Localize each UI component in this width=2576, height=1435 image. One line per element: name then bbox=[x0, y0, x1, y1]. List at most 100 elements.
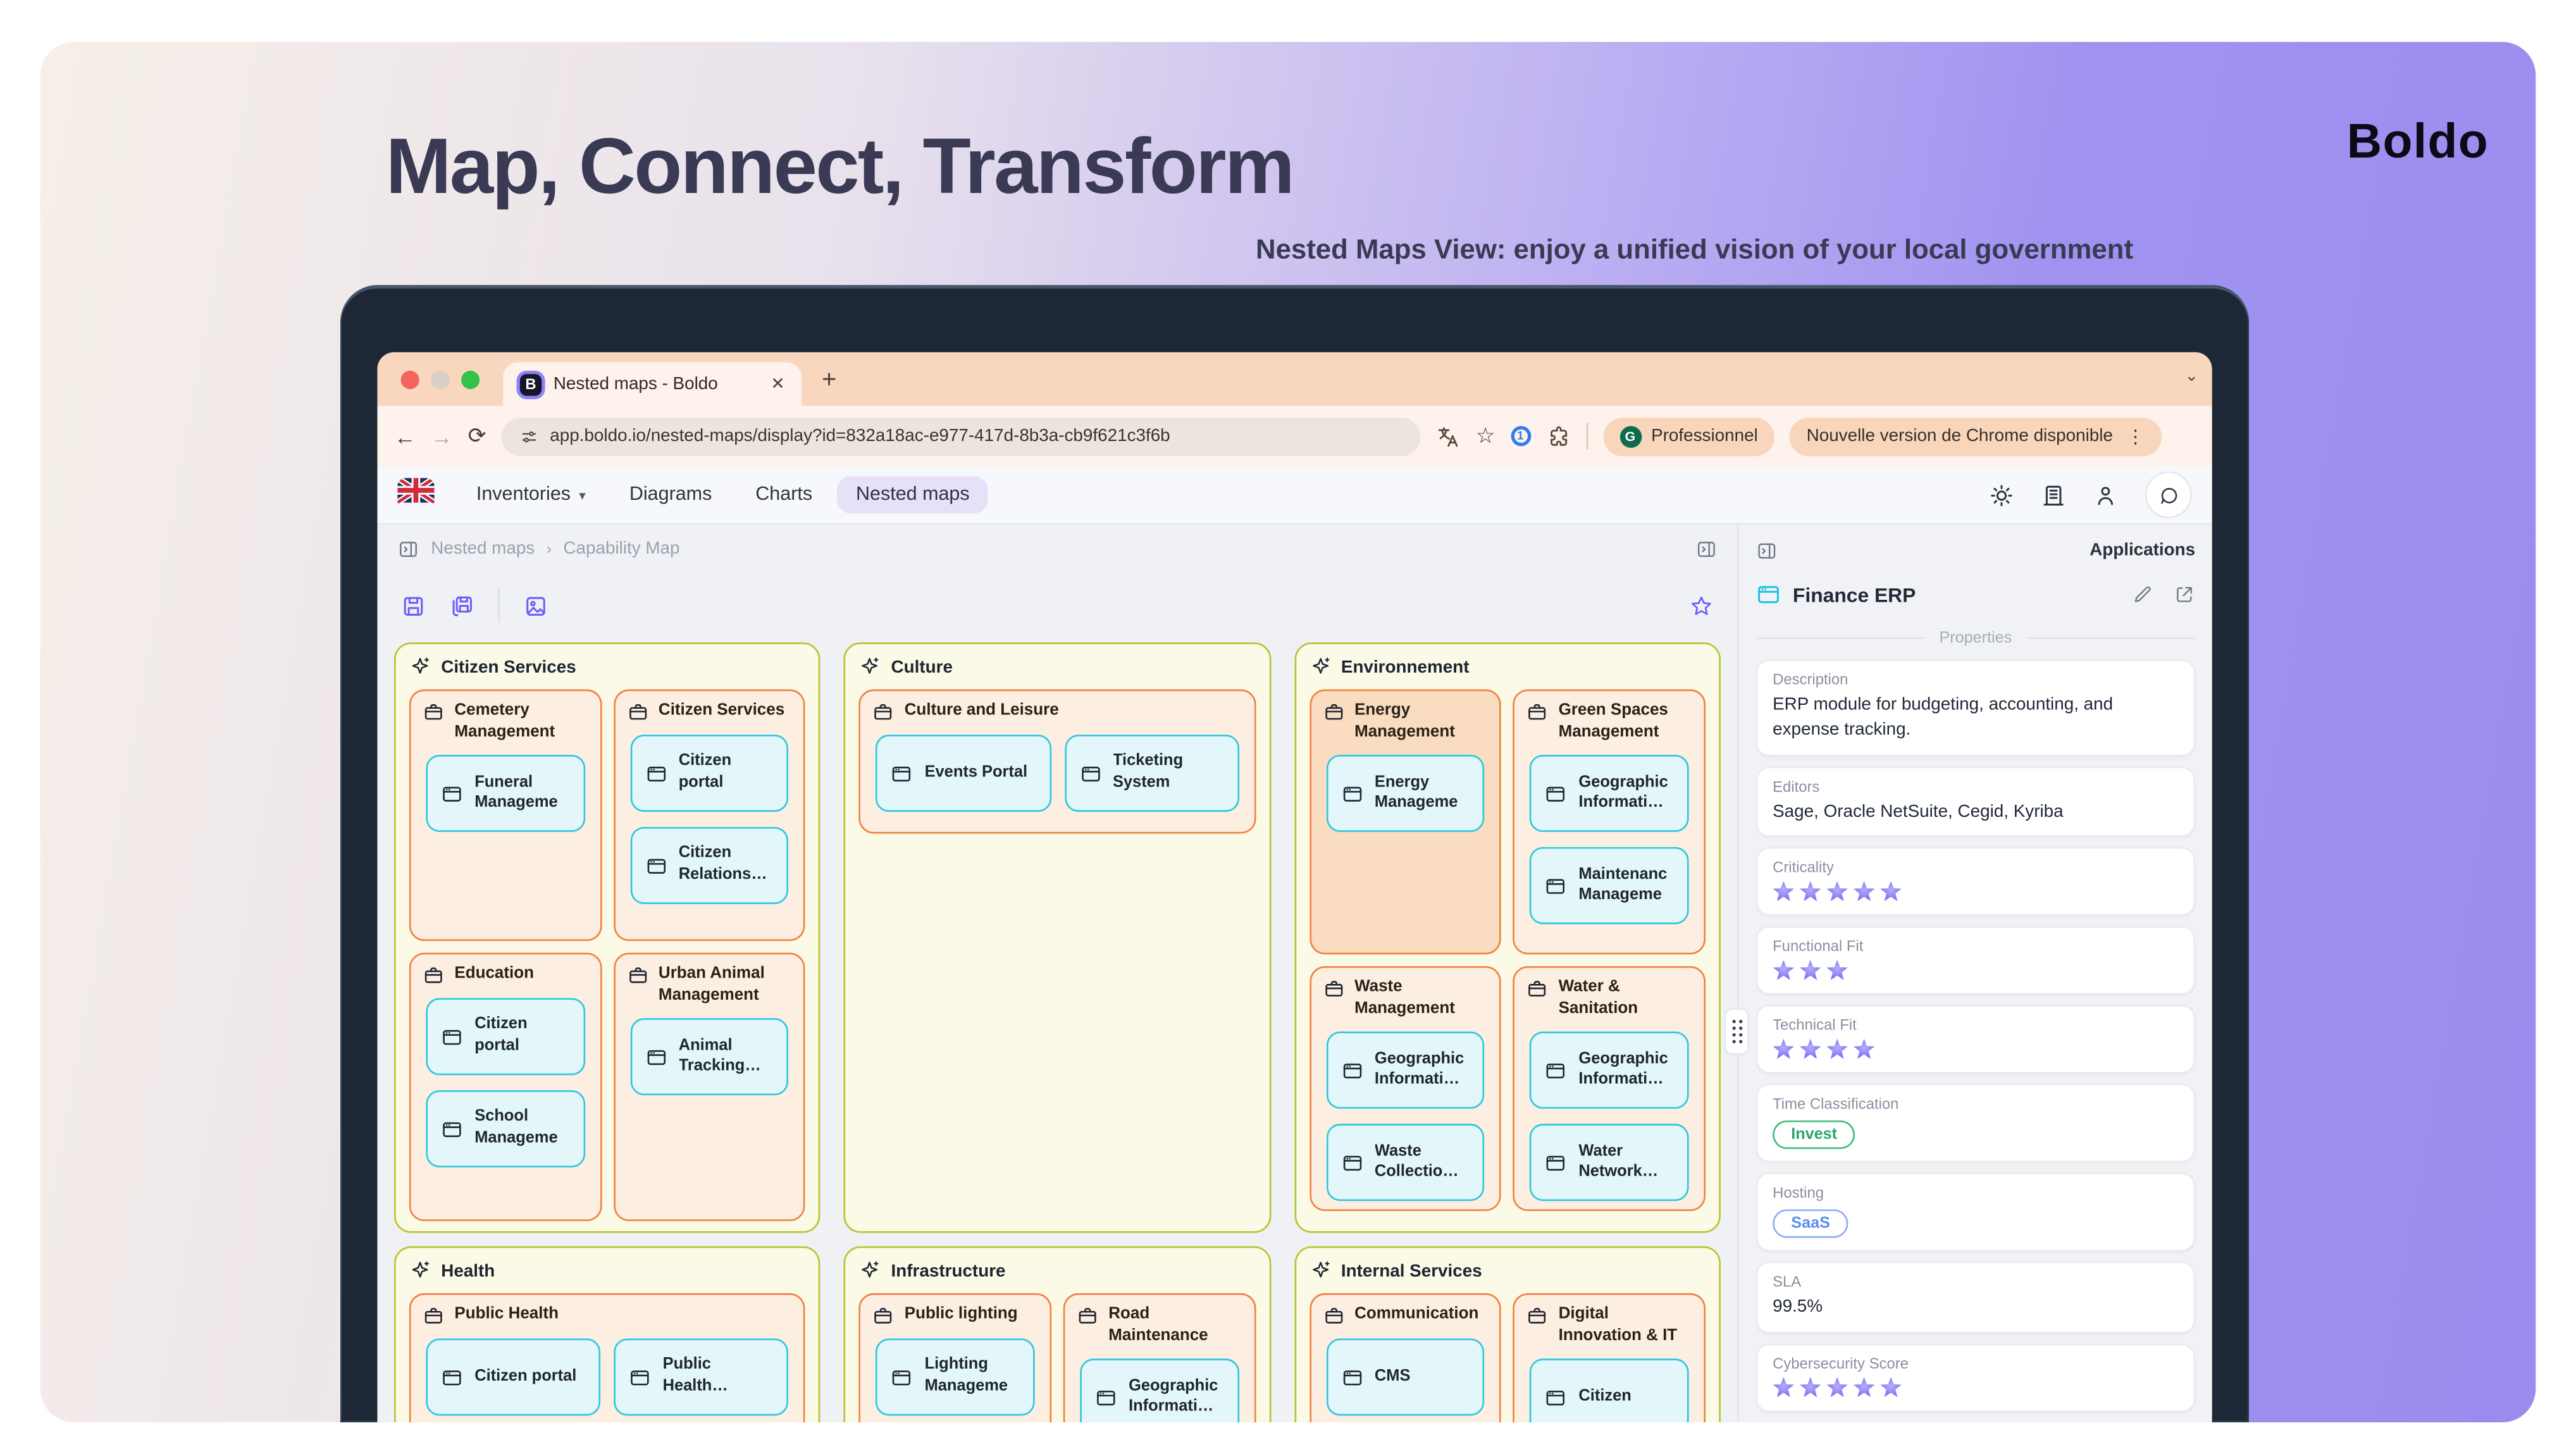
application-card-maintenanc-manageme[interactable]: Maintenanc Manageme bbox=[1530, 847, 1689, 925]
browser-tab[interactable]: B Nested maps - Boldo ✕ bbox=[503, 362, 802, 406]
app-navbar: Inventories▾ Diagrams Charts Nested maps bbox=[377, 466, 2212, 525]
application-card-cms[interactable]: CMS bbox=[1326, 1338, 1485, 1416]
nav-item-charts[interactable]: Charts bbox=[755, 485, 813, 505]
property-card-functional-fit: Functional Fit bbox=[1756, 926, 2196, 995]
window-controls[interactable] bbox=[400, 370, 480, 388]
open-external-icon[interactable] bbox=[2174, 584, 2195, 606]
reload-button[interactable]: ⟳ bbox=[468, 423, 486, 448]
back-button[interactable]: ← bbox=[393, 423, 416, 449]
application-card-water-network[interactable]: Water Network… bbox=[1530, 1124, 1689, 1202]
application-label: Ticketing System bbox=[1112, 751, 1184, 792]
minimize-window-button[interactable] bbox=[431, 370, 450, 388]
application-name: Finance ERP bbox=[1792, 583, 1916, 607]
application-card-public-health[interactable]: Public Health… bbox=[614, 1338, 789, 1416]
application-card-events-portal[interactable]: Events Portal bbox=[876, 735, 1051, 812]
chrome-update-chip[interactable]: Nouvelle version de Chrome disponible ⋮ bbox=[1790, 416, 2162, 456]
application-card-geographic-informati[interactable]: Geographic Informati… bbox=[1080, 1359, 1239, 1423]
nav-item-diagrams[interactable]: Diagrams bbox=[629, 485, 712, 505]
maximize-window-button[interactable] bbox=[461, 370, 480, 388]
theme-sun-icon[interactable] bbox=[1989, 482, 2014, 507]
briefcase-icon bbox=[423, 1305, 444, 1326]
site-settings-icon[interactable] bbox=[520, 427, 538, 445]
edit-pencil-icon[interactable] bbox=[2131, 584, 2153, 606]
star-rating[interactable] bbox=[1773, 1377, 2179, 1398]
star-rating[interactable] bbox=[1773, 1038, 2179, 1060]
address-bar[interactable]: app.boldo.io/nested-maps/display?id=832a… bbox=[501, 416, 1421, 456]
application-card-lighting-manageme[interactable]: Lighting Manageme bbox=[876, 1338, 1035, 1416]
appwin-icon bbox=[645, 855, 667, 876]
status-badge: Invest bbox=[1773, 1121, 1856, 1150]
application-card-ticketing-system[interactable]: Ticketing System bbox=[1064, 735, 1239, 812]
forward-button[interactable]: → bbox=[431, 423, 453, 449]
star-rating[interactable] bbox=[1773, 881, 2179, 903]
capability-title: Road Maintenance bbox=[1108, 1305, 1208, 1345]
application-card-energy-manageme[interactable]: Energy Manageme bbox=[1326, 755, 1485, 833]
tab-title: Nested maps - Boldo bbox=[553, 374, 718, 394]
panel-toggle-left-icon[interactable] bbox=[397, 538, 419, 559]
favorite-star-button[interactable] bbox=[1689, 593, 1714, 618]
application-card-school-manageme[interactable]: School Manageme bbox=[426, 1090, 585, 1168]
profile-chip[interactable]: G Professionnel bbox=[1602, 416, 1775, 456]
nav-item-nested-maps[interactable]: Nested maps bbox=[837, 476, 988, 514]
application-card-waste-collectio[interactable]: Waste Collectio… bbox=[1326, 1124, 1485, 1202]
section-header: Infrastructure bbox=[859, 1260, 1256, 1281]
extensions-puzzle-icon[interactable] bbox=[1545, 423, 1571, 449]
nav-item-inventories[interactable]: Inventories▾ bbox=[476, 485, 586, 505]
uk-flag-icon[interactable] bbox=[397, 478, 435, 512]
panel-toggle-right-icon[interactable] bbox=[1756, 539, 1778, 561]
panel-resize-handle[interactable] bbox=[1724, 1008, 1749, 1055]
new-tab-button[interactable]: + bbox=[821, 364, 837, 394]
application-card-geographic-informati[interactable]: Geographic Informati… bbox=[1326, 1032, 1485, 1110]
save-all-button[interactable] bbox=[449, 593, 474, 618]
application-card-citizen-portal[interactable]: Citizen portal bbox=[426, 1338, 601, 1416]
save-button[interactable] bbox=[401, 593, 426, 618]
tab-close-icon[interactable]: ✕ bbox=[771, 375, 785, 394]
close-window-button[interactable] bbox=[400, 370, 419, 388]
star-icon bbox=[1854, 1038, 1875, 1059]
application-card-citizen[interactable]: Citizen bbox=[1530, 1359, 1689, 1423]
browser-menu-icon[interactable]: ⋮ bbox=[2126, 426, 2145, 447]
application-card-geographic-informati[interactable]: Geographic Informati… bbox=[1530, 755, 1689, 833]
property-label: SLA bbox=[1773, 1273, 1802, 1291]
organization-icon[interactable] bbox=[2041, 482, 2066, 507]
translate-icon[interactable] bbox=[1435, 423, 1461, 449]
support-chat-button[interactable] bbox=[2145, 471, 2192, 519]
sparkle-icon bbox=[1310, 656, 1331, 678]
application-card-citizen-portal[interactable]: Citizen portal bbox=[426, 998, 585, 1076]
tab-strip-chevron-icon[interactable]: ⌄ bbox=[2184, 367, 2199, 386]
application-label: CMS bbox=[1374, 1366, 1411, 1385]
star-icon bbox=[1773, 1038, 1794, 1059]
user-profile-icon[interactable] bbox=[2093, 482, 2118, 507]
application-card-citizen-portal[interactable]: Citizen portal bbox=[629, 735, 789, 812]
application-card-animal-tracking[interactable]: Animal Tracking… bbox=[629, 1019, 789, 1096]
application-card-geographic-informati[interactable]: Geographic Informati… bbox=[1530, 1032, 1689, 1110]
star-rating[interactable] bbox=[1773, 960, 2179, 981]
collapse-canvas-icon[interactable] bbox=[1695, 538, 1717, 559]
breadcrumb-root[interactable]: Nested maps bbox=[431, 538, 535, 559]
application-card-funeral-manageme[interactable]: Funeral Manageme bbox=[426, 755, 585, 833]
selected-application-row: Finance ERP bbox=[1756, 574, 2196, 616]
browser-window: B Nested maps - Boldo ✕ + ⌄ ← → ⟳ app.bo… bbox=[377, 352, 2212, 1423]
section-header: Health bbox=[409, 1260, 806, 1281]
sparkle-icon bbox=[1310, 1260, 1331, 1281]
export-image-button[interactable] bbox=[523, 593, 548, 618]
bookmark-star-icon[interactable]: ☆ bbox=[1475, 423, 1495, 448]
application-card-citizen-relations[interactable]: Citizen Relations… bbox=[629, 826, 789, 904]
password-extension-icon[interactable]: 1 bbox=[1510, 426, 1531, 447]
